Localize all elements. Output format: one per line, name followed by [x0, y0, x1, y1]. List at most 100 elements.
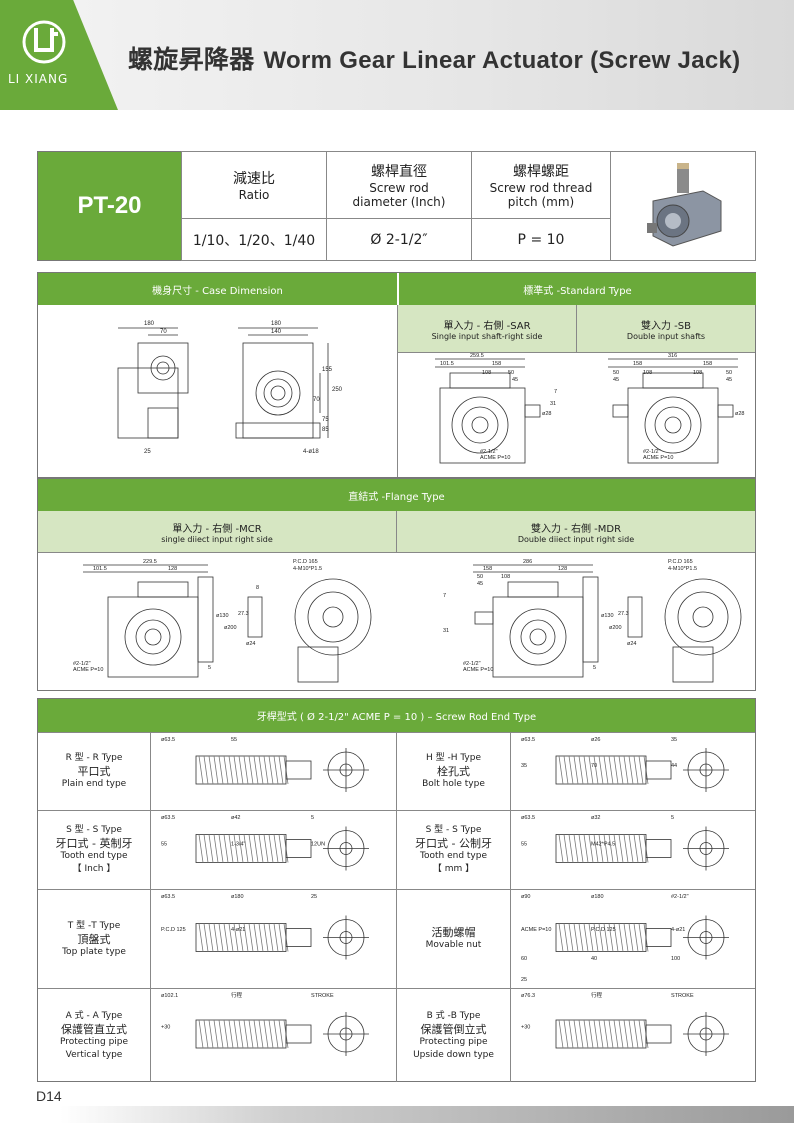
mdr-dim-5: 5 [593, 665, 596, 671]
sb-dim-45-b: 45 [726, 377, 732, 383]
rod-end-drawing: ø102.1 行程 STROKE +30 [161, 991, 369, 1056]
mdr-dim-128: 128 [558, 566, 567, 572]
pitch-header: 螺桿螺距 Screw rod thread pitch (mm) [471, 151, 611, 219]
flange-type-header: 直結式 -Flange Type [38, 479, 755, 511]
logo-text: LI XIANG [8, 72, 69, 86]
rod-diameter-value: Ø 2-1/2″ [326, 218, 472, 261]
dimension-label: STROKE [311, 993, 334, 999]
sb-dim-108: 108 [643, 370, 652, 376]
mcr-drawing: 229.5 101.5 128 P.C.D 165 4-M10*P1.5 ø13… [73, 559, 372, 683]
dimension-label: 55 [161, 841, 167, 847]
dimension-label: ø180 [231, 894, 244, 900]
mdr-dim-pcd: P.C.D 165 [668, 559, 693, 565]
ratio-zh: 減速比 [233, 171, 275, 187]
sar-dim-2595: 259.5 [470, 353, 484, 359]
sar-dim-28: ø28 [542, 411, 551, 417]
model-cell: PT-20 [38, 152, 181, 260]
dimension-label: P.C.D 125 [161, 927, 186, 933]
rod-label-line: S 型 - S Type [66, 825, 122, 835]
sar-dim-108: 108 [482, 370, 491, 376]
mcr-dim-5: 5 [208, 665, 211, 671]
dimension-label: 4-ø21 [671, 927, 685, 933]
rod-label-line: Tooth end type [60, 851, 128, 861]
mdr-dim-130: ø130 [601, 613, 614, 619]
sar-en: Single input shaft-right side [431, 331, 543, 341]
sar-dim-1015: 101.5 [440, 361, 454, 367]
rod-label-line: 栓孔式 [437, 765, 470, 778]
rod-label-line: Top plate type [62, 946, 126, 957]
mdr-dim-rod: #2-1/2" [463, 661, 481, 667]
dimension-label: ø42 [231, 815, 240, 821]
dimension-label: +30 [521, 1024, 530, 1030]
mdr-zh: 雙入力 - 右側 -MDR [530, 523, 622, 535]
sb-dim-316: 316 [668, 353, 677, 359]
dimension-label: 70 [591, 763, 597, 769]
dimension-label: 4-ø21 [231, 927, 245, 933]
dimension-label: +30 [161, 1024, 170, 1030]
rod-label-line: Bolt hole type [422, 779, 485, 789]
rod-label-line: Protecting pipe [419, 1036, 488, 1047]
sb-dim-45: 45 [613, 377, 619, 383]
dimension-label: 行程 [591, 991, 603, 999]
dimension-label: 12UN [311, 841, 325, 847]
mcr-dim-8: 8 [256, 585, 259, 591]
standard-type-header: 標準式 -Standard Type [398, 273, 756, 305]
dimension-label: 5 [671, 815, 674, 821]
sb-dim-50: 50 [613, 370, 619, 376]
dimension-label: STROKE [671, 993, 694, 999]
dimension-label: ø26 [591, 737, 600, 743]
sb-dim-rod: #2-1/2" [643, 449, 661, 455]
case-dimension-header: 機身尺寸 - Case Dimension [38, 273, 397, 305]
mcr-dim-1015: 101.5 [93, 566, 107, 572]
mdr-dim-50: 50 [477, 574, 483, 580]
rod-label-line: 牙口式 - 英制牙 [55, 837, 133, 850]
rod-label-line: 頂盤式 [77, 932, 111, 946]
dimension-label: ø102.1 [161, 993, 178, 999]
screw-jack-photo-icon [647, 163, 722, 247]
mdr-dim-31: 31 [443, 628, 449, 634]
dim-70-b: 70 [313, 397, 320, 403]
pitch-zh: 螺桿螺距 [513, 164, 569, 180]
page-title: 螺旋昇降器 Worm Gear Linear Actuator (Screw J… [128, 40, 740, 76]
rod-label-line: Vertical type [65, 1049, 123, 1060]
mdr-dim-108: 108 [501, 574, 510, 580]
mdr-dim-273: 27.3 [618, 611, 629, 617]
mcr-en: single diiect input right side [161, 534, 273, 544]
dimension-label: ø180 [591, 894, 604, 900]
dim-25: 25 [144, 449, 151, 455]
rod-diameter-en: Screw rod diameter (Inch) [352, 181, 446, 209]
mdr-dim-acme: ACME P=10 [463, 667, 493, 673]
sar-dim-31: 31 [550, 401, 556, 407]
mcr-dim-24: ø24 [246, 641, 255, 647]
pitch-value: P = 10 [471, 218, 611, 261]
rod-diameter-zh: 螺桿直徑 [371, 164, 427, 180]
sar-dim-7: 7 [554, 389, 557, 395]
dimension-label: 行程 [231, 991, 243, 999]
rod-label-line: Plain end type [61, 779, 127, 789]
ratio-value: 1/10、1/20、1/40 [181, 218, 327, 261]
header-band [0, 0, 794, 110]
sar-dim-158: 158 [492, 361, 501, 367]
dim-250: 250 [332, 387, 343, 393]
dim-180-b: 180 [271, 321, 282, 327]
dim-85: 85 [322, 427, 329, 433]
rod-label-line: Protecting pipe [59, 1036, 129, 1047]
mcr-dim-acme: ACME P=10 [73, 667, 103, 673]
sar-zh: 單入力 - 右側 -SAR [443, 320, 531, 332]
mcr-dim-rod: #2-1/2" [73, 661, 91, 667]
mdr-dim-45: 45 [477, 581, 483, 587]
sb-en: Double input shafts [626, 331, 706, 341]
dim-4-holes: 4-ø18 [303, 449, 319, 455]
title-zh: 螺旋昇降器 [128, 45, 255, 74]
